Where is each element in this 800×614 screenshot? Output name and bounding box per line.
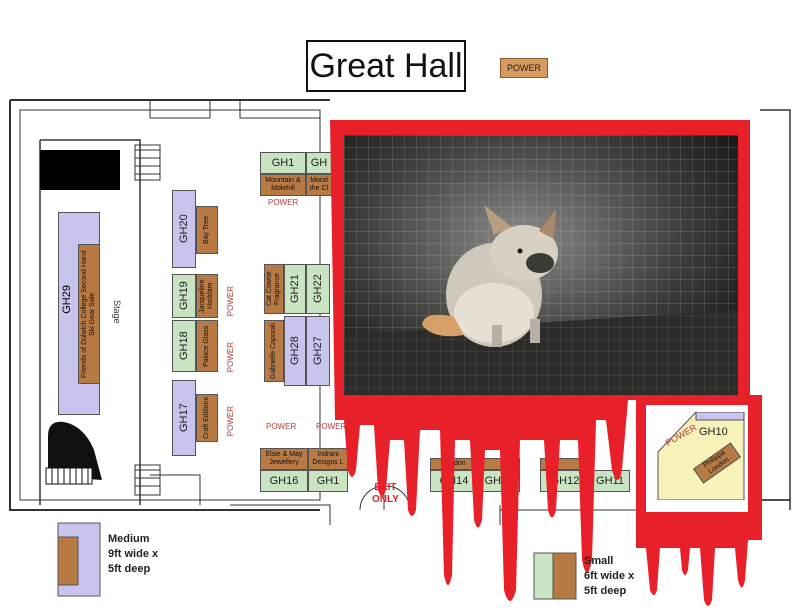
stall-gh10-area-top xyxy=(657,412,745,500)
piano-icon xyxy=(45,421,102,485)
power-label: POWER xyxy=(268,198,299,207)
legend-small: Small 6ft wide x 5ft deep xyxy=(584,554,634,599)
stage-label: Stage xyxy=(112,300,122,324)
stall-gh1-name: Mountain & Molehill xyxy=(260,174,306,196)
stall-gh2[interactable]: GH xyxy=(306,152,332,174)
legend-medium-line2: 5ft deep xyxy=(108,563,151,575)
legend-small-line2: 5ft deep xyxy=(584,585,627,597)
stall-gh10-code[interactable]: GH10 xyxy=(699,426,728,438)
exit-label-2: ONLY xyxy=(372,494,399,505)
stall-gh2-name: Mond the Cl xyxy=(306,174,332,196)
page-title: Great Hall xyxy=(306,40,466,92)
legend-small-line1: 6ft wide x xyxy=(584,570,635,582)
stall-gh16-name: Elsie & May Jewellery xyxy=(260,448,308,470)
legend-medium: Medium 9ft wide x 5ft deep xyxy=(108,532,158,577)
power-legend-tag: POWER xyxy=(500,58,548,78)
stall-gh16[interactable]: GH16 xyxy=(260,470,308,492)
stall-gh15[interactable]: GH1 xyxy=(308,470,348,492)
caged-fox-photo xyxy=(344,135,738,395)
legend-medium-line1: 9ft wide x xyxy=(108,548,159,560)
legend-small-title: Small xyxy=(584,555,614,567)
power-label: POWER xyxy=(316,422,347,431)
legend-medium-title: Medium xyxy=(108,533,150,545)
power-label: POWER xyxy=(266,422,297,431)
stall-gh1[interactable]: GH1 xyxy=(260,152,306,174)
